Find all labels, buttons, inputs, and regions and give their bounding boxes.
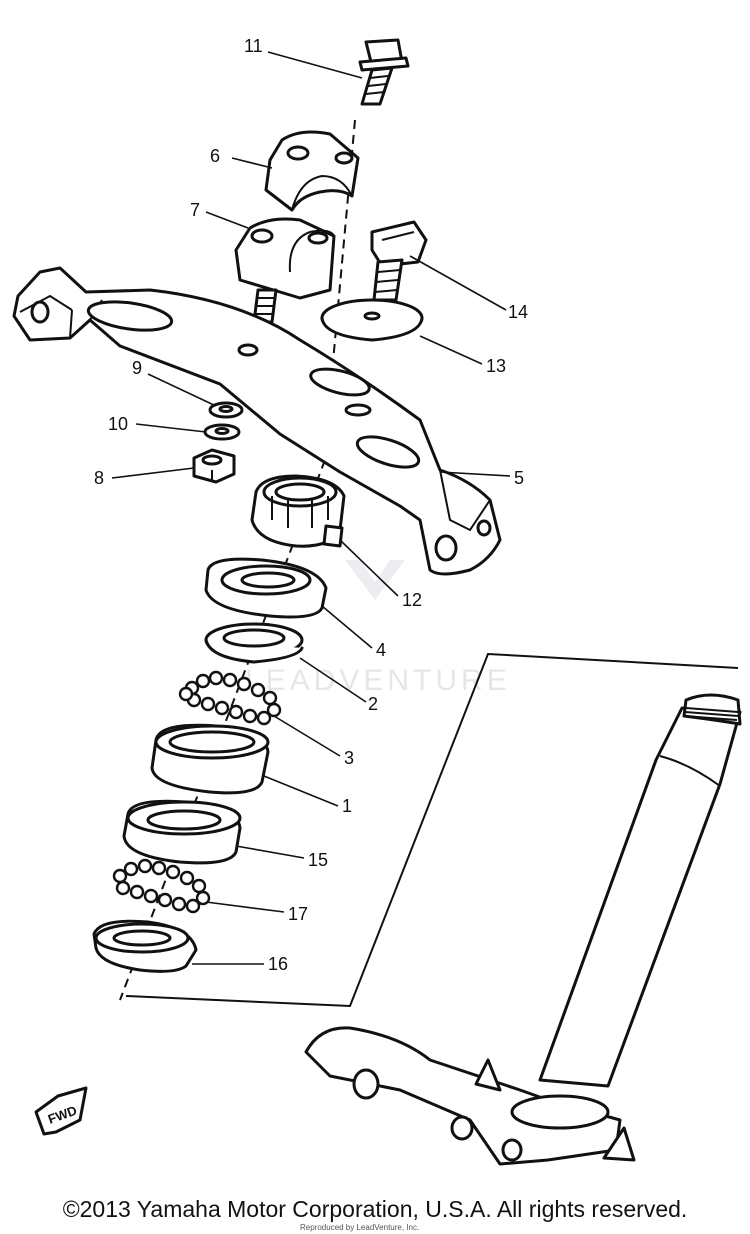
- steering-stem: [538, 693, 742, 1088]
- part-7-lower-holder: [234, 217, 336, 324]
- part-8-nut: [192, 448, 236, 484]
- callout-13: 13: [486, 356, 506, 376]
- callout-14: 14: [508, 302, 528, 322]
- callout-8: 8: [94, 468, 104, 488]
- callout-15: 15: [308, 850, 328, 870]
- lower-bracket: [304, 1026, 636, 1166]
- callout-7: 7: [190, 200, 200, 220]
- copyright-notice: ©2013 Yamaha Motor Corporation, U.S.A. A…: [62, 1196, 688, 1222]
- part-11-bolt: [358, 38, 410, 106]
- part-6-upper-holder: [264, 130, 360, 212]
- callout-4: 4: [376, 640, 386, 660]
- part-9-lock-washer: [208, 401, 244, 419]
- callout-5: 5: [514, 468, 524, 488]
- part-5-upper-bracket: [12, 266, 502, 576]
- part-10-washer: [203, 423, 241, 441]
- leader-lines: [111, 51, 511, 965]
- callout-17: 17: [288, 904, 308, 924]
- part-17-balls: [112, 858, 211, 914]
- callout-10: 10: [108, 414, 128, 434]
- copyright-subnote: Reproduced by LeadVenture, Inc.: [300, 1223, 420, 1232]
- callout-1: 1: [342, 796, 352, 816]
- callout-3: 3: [344, 748, 354, 768]
- part-16-seal: [92, 919, 198, 973]
- part-12-ring-nut: [250, 474, 346, 548]
- callout-12: 12: [402, 590, 422, 610]
- fwd-arrow-icon: FWD: [34, 1086, 88, 1136]
- watermark-logo: LEADVENTURE: [245, 560, 511, 697]
- part-4-cover: [204, 557, 328, 619]
- part-1-race: [150, 723, 270, 795]
- part-2-race: [204, 622, 304, 664]
- part-3-balls: [178, 670, 282, 726]
- callout-9: 9: [132, 358, 142, 378]
- watermark-text: LEADVENTURE: [245, 664, 511, 697]
- part-14-bolt: [370, 220, 428, 302]
- assembly-bracket: [125, 652, 739, 1008]
- callout-2: 2: [368, 694, 378, 714]
- part-15-race: [122, 799, 242, 865]
- callout-numbers: 11 6 7 14 13 9 10 8 5 12 4 2 3 1 15 17 1…: [94, 36, 528, 974]
- callout-6: 6: [210, 146, 220, 166]
- part-13-washer: [320, 298, 424, 342]
- callout-16: 16: [268, 954, 288, 974]
- callout-11: 11: [244, 36, 263, 56]
